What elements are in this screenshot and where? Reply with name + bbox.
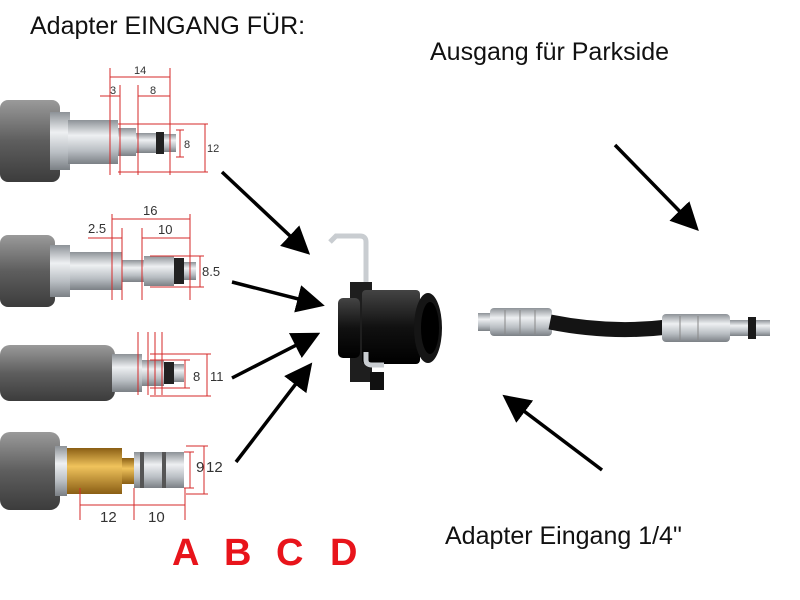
dim-d-inner-diameter: 9 — [196, 459, 204, 476]
arrow-from-quarter-inch — [502, 394, 604, 472]
arrow-d-to-adapter — [234, 362, 313, 464]
dim-d-brass-length: 12 — [100, 509, 117, 526]
connector-d — [0, 432, 184, 510]
dim-b-collar: 2.5 — [88, 221, 106, 236]
letter-a: A — [172, 532, 200, 574]
dim-a-outer-diameter: 12 — [207, 143, 219, 155]
dim-b-diameter: 8.5 — [202, 264, 220, 279]
dim-a-inner-diameter: 8 — [184, 139, 190, 151]
dim-c-inner-diameter: 8 — [193, 369, 200, 384]
arrow-to-outlet — [613, 143, 699, 232]
dim-b-tip: 10 — [158, 222, 172, 237]
letter-d: D — [330, 532, 358, 574]
dim-c-outer-diameter: 11 — [210, 369, 224, 384]
dim-d-tip-length: 10 — [148, 509, 165, 526]
dim-b-total: 16 — [143, 203, 157, 218]
input-quarter-title: Adapter Eingang 1/4" — [445, 522, 682, 550]
arrow-c-to-adapter — [231, 332, 321, 380]
letter-c: C — [276, 532, 304, 574]
letter-b: B — [224, 532, 252, 574]
parkside-outlet-hose — [478, 308, 770, 342]
dim-a-tip: 8 — [150, 85, 156, 97]
dimension-lines — [79, 68, 211, 520]
input-title: Adapter EINGANG FÜR: — [30, 12, 306, 40]
dim-a-total: 14 — [134, 65, 146, 77]
arrow-a-to-adapter — [220, 170, 311, 255]
dim-d-outer-diameter: 12 — [206, 459, 223, 476]
arrow-b-to-adapter — [231, 280, 325, 313]
dim-a-collar: 3 — [110, 85, 116, 97]
parkside-adapter — [328, 233, 442, 390]
output-title: Ausgang für Parkside — [430, 38, 670, 66]
connector-c — [0, 345, 184, 401]
arrows — [220, 143, 699, 472]
connector-a — [0, 100, 176, 182]
connector-b — [0, 235, 196, 307]
